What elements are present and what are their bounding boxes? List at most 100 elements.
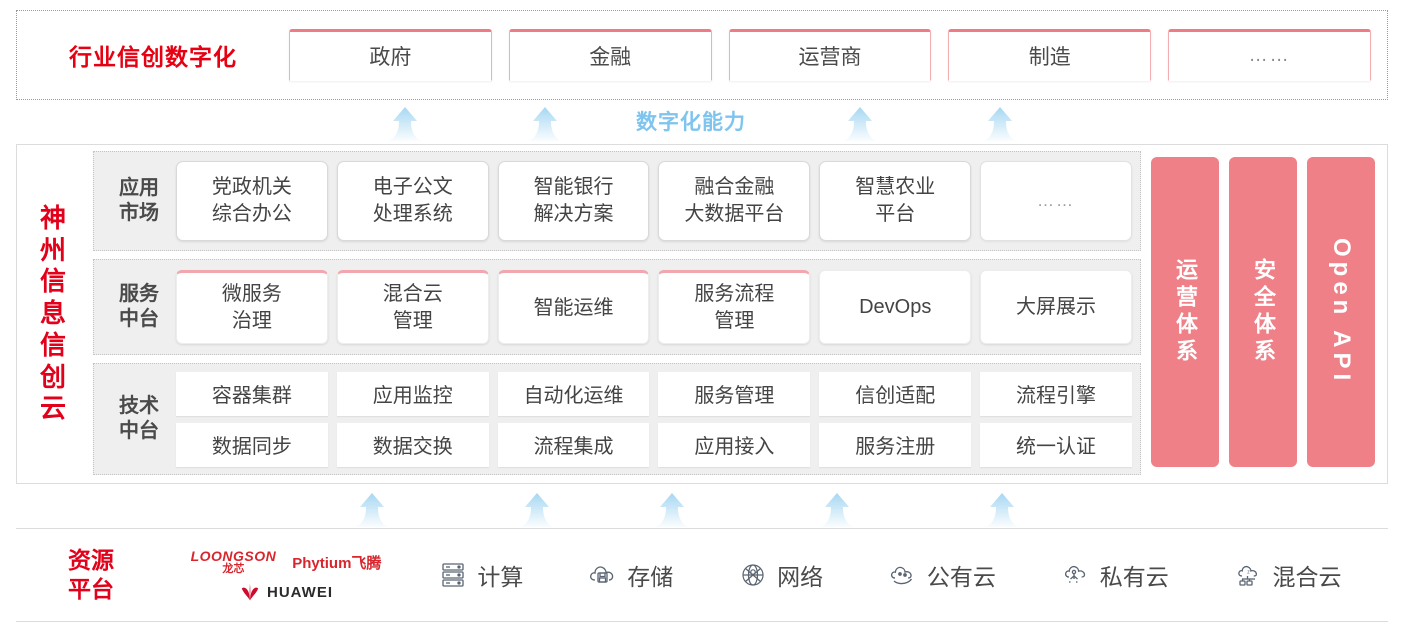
app-card-edoc-system[interactable]: 电子公文 处理系统 [336, 161, 489, 241]
card-line: 电子公文 [372, 176, 453, 198]
resource-platform-title: 资源 平台 [16, 546, 166, 604]
up-arrow-icon [520, 492, 554, 528]
application-market-items: 党政机关 综合办公 电子公文 处理系统 智能银行 解决方案 融合金融 [176, 158, 1132, 244]
card-line: 融合金融 [694, 176, 775, 198]
tech-card-service-registry[interactable]: 服务注册 [819, 422, 972, 467]
server-icon [438, 560, 468, 590]
layer-technical-platform: 技术 中台 容器集群 应用监控 自动化运维 服务管理 信创适配 流程引擎 [93, 363, 1141, 475]
resource-item-storage[interactable]: 存储 [588, 558, 673, 592]
resource-item-compute[interactable]: 计算 [438, 558, 523, 592]
card-line: 服务流程 [694, 283, 775, 305]
resource-item-label: 混合云 [1272, 564, 1342, 590]
svc-card-hybrid-cloud-mgmt[interactable]: 混合云 管理 [336, 270, 489, 344]
huawei-logo-text: HUAWEI [267, 583, 333, 601]
resource-item-list: 计算 存储 [406, 558, 1388, 592]
app-card-more[interactable]: …… [980, 161, 1132, 241]
resource-title-line: 资源 [68, 547, 114, 574]
cloud-title-char: 州 [39, 234, 66, 265]
huawei-flower-icon [239, 583, 261, 601]
resource-item-public-cloud[interactable]: 公有云 [888, 558, 996, 592]
private-cloud-icon [1061, 560, 1091, 590]
resource-item-label: 计算 [477, 564, 524, 590]
tech-card-unified-auth[interactable]: 统一认证 [980, 422, 1132, 467]
layer-label-line: 中台 [119, 420, 159, 442]
industry-band-title: 行业信创数字化 [69, 44, 237, 70]
app-card-smart-agriculture[interactable]: 智慧农业 平台 [819, 161, 972, 241]
loongson-logo-text: LOONGSON [190, 548, 277, 564]
layer-label-technical-platform: 技术 中台 [102, 394, 176, 444]
industry-card-more[interactable]: …… [1168, 29, 1371, 81]
up-arrow-icon [355, 492, 389, 528]
card-line: 智能运维 [533, 296, 614, 319]
card-line: 处理系统 [372, 203, 453, 225]
layer-label-line: 应用 [119, 177, 159, 199]
layer-label-service-platform: 服务 中台 [102, 282, 176, 332]
up-arrow-icon [843, 106, 877, 142]
card-line: 智慧农业 [855, 176, 936, 198]
card-line: 大屏展示 [1016, 295, 1097, 318]
card-line: 平台 [875, 203, 916, 225]
industry-band: 行业信创数字化 政府 金融 运营商 制造 …… [16, 10, 1388, 100]
svc-card-microservice-governance[interactable]: 微服务 治理 [176, 270, 328, 344]
card-line: 党政机关 [211, 176, 292, 198]
up-arrow-icon [388, 106, 422, 142]
layer-label-line: 服务 [119, 283, 159, 305]
side-panel-security-system[interactable]: 安全体系 [1229, 157, 1297, 467]
resource-item-hybrid-cloud[interactable]: z 混合云 [1234, 558, 1342, 592]
industry-card-government[interactable]: 政府 [289, 29, 492, 81]
tech-card-process-integration[interactable]: 流程集成 [497, 422, 650, 467]
industry-card-list: 政府 金融 运营商 制造 …… [289, 29, 1387, 81]
resource-item-label: 公有云 [926, 564, 996, 590]
resource-item-label: 存储 [627, 564, 674, 590]
tech-card-app-access[interactable]: 应用接入 [658, 422, 811, 467]
app-card-government-office[interactable]: 党政机关 综合办公 [176, 161, 328, 241]
industry-card-finance[interactable]: 金融 [508, 29, 712, 81]
tech-card-data-exchange[interactable]: 数据交换 [336, 422, 489, 467]
resource-platform-band: 资源 平台 LOONGSON 龙芯 Phytium飞腾 [16, 528, 1388, 622]
svc-card-service-process-mgmt[interactable]: 服务流程 管理 [658, 270, 811, 344]
side-panel-label: 运营体系 [1173, 258, 1198, 366]
tech-card-service-mgmt[interactable]: 服务管理 [658, 371, 811, 416]
card-line: 管理 [392, 310, 433, 332]
tech-card-container-cluster[interactable]: 容器集群 [176, 371, 328, 416]
side-panel-label: 安全体系 [1251, 258, 1276, 366]
up-arrow-icon [985, 492, 1019, 528]
app-card-finance-bigdata[interactable]: 融合金融 大数据平台 [658, 161, 811, 241]
svc-card-bigscreen-display[interactable]: 大屏展示 [980, 270, 1132, 344]
up-arrow-icon [528, 106, 562, 142]
tech-card-app-monitoring[interactable]: 应用监控 [336, 371, 489, 416]
side-panel-open-api[interactable]: Open API [1307, 157, 1375, 467]
resource-item-network[interactable]: 网络 [738, 558, 823, 592]
cloud-title-char: 神 [39, 202, 66, 233]
vendor-logo-group: LOONGSON 龙芯 Phytium飞腾 HUAWEI [166, 549, 406, 601]
card-line: DevOps [859, 295, 932, 318]
resource-item-label: 网络 [777, 564, 824, 590]
svc-card-smart-ops[interactable]: 智能运维 [497, 270, 650, 344]
huawei-logo: HUAWEI [239, 583, 333, 601]
svg-text:z: z [1247, 570, 1250, 576]
tech-card-data-sync[interactable]: 数据同步 [176, 422, 328, 467]
resource-item-private-cloud[interactable]: 私有云 [1061, 558, 1169, 592]
svc-card-devops[interactable]: DevOps [819, 270, 972, 344]
app-card-smart-bank[interactable]: 智能银行 解决方案 [497, 161, 650, 241]
cloud-title-char: 创 [39, 361, 66, 392]
cloud-title-char: 信 [39, 266, 66, 297]
card-line: 治理 [231, 310, 272, 332]
layer-label-line: 技术 [119, 395, 159, 417]
layer-application-market: 应用 市场 党政机关 综合办公 电子公文 处理系统 智能银行 [93, 151, 1141, 251]
cloud-storage-icon [588, 560, 618, 590]
tech-card-xinchuang-adaptation[interactable]: 信创适配 [819, 371, 972, 416]
tech-card-automated-ops[interactable]: 自动化运维 [497, 371, 650, 416]
vendor-logo-row-2: HUAWEI [239, 583, 333, 601]
service-platform-items: 微服务 治理 混合云 管理 智能运维 服务流程 管理 [176, 266, 1132, 348]
layer-label-application-market: 应用 市场 [102, 176, 176, 226]
side-panel-group: 运营体系 安全体系 Open API [1149, 151, 1379, 475]
resource-title-line: 平台 [68, 576, 114, 602]
tech-card-process-engine[interactable]: 流程引擎 [980, 371, 1132, 416]
industry-card-telecom[interactable]: 运营商 [728, 29, 932, 81]
side-panel-operations-system[interactable]: 运营体系 [1151, 157, 1219, 467]
up-arrow-icon [655, 492, 689, 528]
industry-card-manufacturing[interactable]: 制造 [948, 29, 1152, 81]
cloud-title-char: 云 [39, 393, 66, 424]
